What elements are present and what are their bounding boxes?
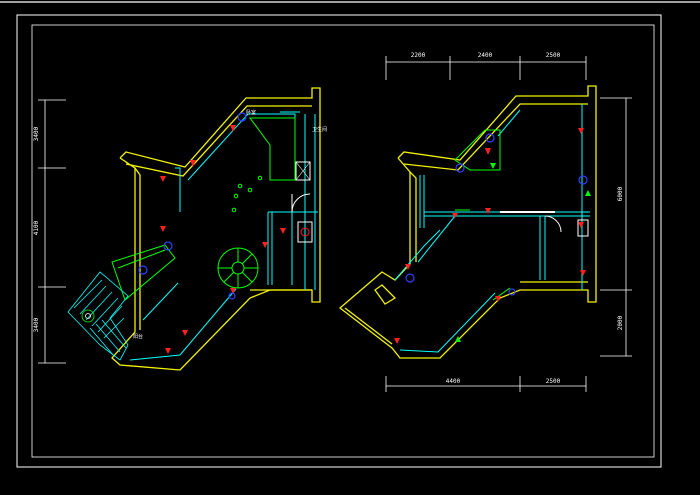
right-vertical-dimension-1: 6000	[617, 186, 624, 201]
right-vertical-dimension	[600, 97, 632, 357]
spiral-staircase	[217, 247, 259, 289]
left-interior-walls	[129, 111, 318, 361]
right-floor-plan: 2200 2400 2500 4400 2500 6000 2000	[338, 52, 632, 392]
right-exterior-walls	[338, 85, 597, 359]
left-vertical-dimension	[38, 99, 66, 364]
left-switches	[138, 112, 247, 300]
balcony-stair	[67, 271, 129, 361]
door-swing	[291, 193, 311, 213]
left-dimension-2: 4100	[33, 220, 40, 235]
left-room-label-1: 卧室	[246, 109, 256, 116]
right-sockets	[394, 128, 586, 344]
kitchen-counter	[249, 117, 296, 181]
left-furniture	[111, 117, 313, 301]
right-interior-walls	[394, 104, 590, 353]
right-bottom-dimension-1: 4400	[446, 378, 461, 385]
left-dimension-1: 3400	[33, 126, 40, 141]
toilet	[297, 221, 313, 243]
drawing-frame	[0, 1, 700, 468]
right-vertical-dimension-2: 2000	[617, 315, 624, 330]
left-floor-plan: 3400 4100 3400	[33, 87, 327, 371]
right-switches	[405, 133, 588, 296]
right-bottom-dimension	[385, 376, 587, 392]
right-furniture	[454, 129, 589, 301]
right-top-dimension-3: 2500	[546, 52, 561, 59]
left-dimension-3: 3400	[33, 317, 40, 332]
sofa	[111, 244, 176, 301]
right-top-dimension-2: 2400	[478, 52, 493, 59]
right-markers	[455, 163, 591, 342]
left-sockets	[160, 125, 286, 354]
right-top-dimension	[385, 56, 587, 80]
left-room-label-3: 阳台	[133, 333, 143, 340]
left-room-label-2: 卫生间	[312, 126, 327, 133]
stove	[295, 161, 311, 181]
left-exterior-walls	[111, 87, 321, 371]
right-top-dimension-1: 2200	[411, 52, 426, 59]
right-bottom-dimension-2: 2500	[546, 378, 561, 385]
